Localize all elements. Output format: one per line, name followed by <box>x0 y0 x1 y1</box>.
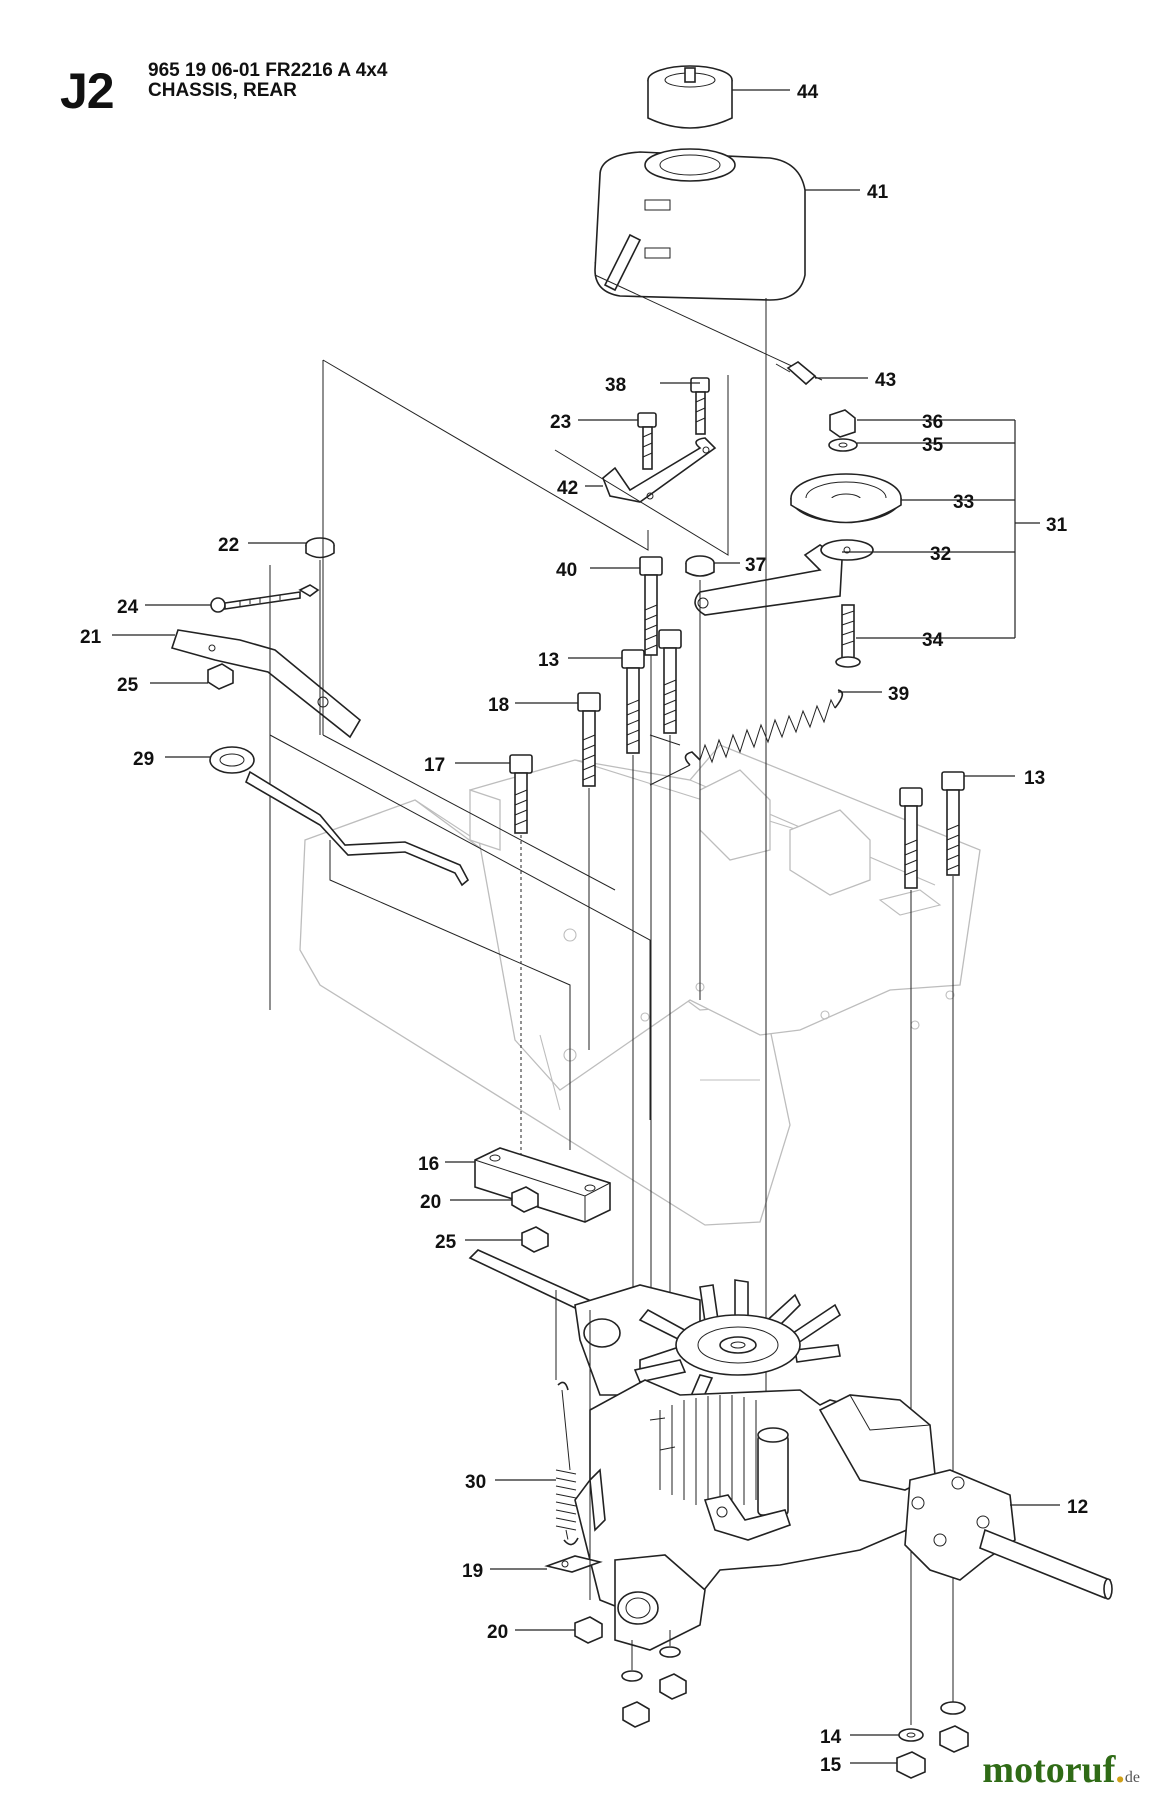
callout-38[interactable]: 38 <box>605 375 626 396</box>
section-code: J2 <box>60 63 115 119</box>
callout-25-lower[interactable]: 25 <box>435 1232 457 1253</box>
callout-35[interactable]: 35 <box>922 435 944 456</box>
callout-39[interactable]: 39 <box>888 684 909 705</box>
callout-36[interactable]: 36 <box>922 412 943 433</box>
callout-17[interactable]: 17 <box>424 755 445 776</box>
shoulder-bolt-34[interactable] <box>835 604 861 668</box>
pulley-33[interactable] <box>790 473 902 524</box>
alignment-lines <box>319 298 954 1725</box>
callout-13-top[interactable]: 13 <box>538 650 559 671</box>
callout-42[interactable]: 42 <box>557 478 578 499</box>
callout-22[interactable]: 22 <box>218 535 239 556</box>
nut-15[interactable] <box>896 1751 926 1779</box>
callout-33[interactable]: 33 <box>953 492 974 513</box>
cooling-fan <box>633 1279 842 1413</box>
spring-39[interactable] <box>684 689 844 766</box>
nut-25-top[interactable] <box>207 663 234 690</box>
transaxle-12[interactable] <box>468 1249 1113 1651</box>
bolt-13-right-b[interactable] <box>941 771 965 876</box>
bolt-23[interactable] <box>637 412 657 470</box>
callout-labels: 44 41 43 38 23 42 36 35 33 31 32 22 37 4… <box>80 82 1088 1776</box>
bracket-19[interactable] <box>544 1555 603 1573</box>
nut-25-lower[interactable] <box>521 1226 549 1253</box>
spring-30[interactable] <box>555 1381 579 1546</box>
idler-arm-32[interactable] <box>694 539 874 616</box>
callout-34[interactable]: 34 <box>922 630 944 651</box>
bolt-38[interactable] <box>690 377 710 435</box>
callout-15[interactable]: 15 <box>820 1755 842 1776</box>
spacer-block-16[interactable] <box>474 1147 611 1223</box>
fuel-cap[interactable] <box>647 65 733 129</box>
callout-19[interactable]: 19 <box>462 1561 483 1582</box>
bracket-42[interactable] <box>602 437 717 503</box>
right-lower-fasteners <box>939 1701 969 1753</box>
callout-44[interactable]: 44 <box>797 82 819 103</box>
callout-21[interactable]: 21 <box>80 627 102 648</box>
washer-14[interactable] <box>898 1728 924 1742</box>
lock-nut-36[interactable] <box>829 409 856 438</box>
bolt-13-second[interactable] <box>658 629 682 734</box>
tow-rod-29[interactable] <box>209 746 470 887</box>
callout-13-right[interactable]: 13 <box>1024 768 1045 789</box>
bolt-13-right-a[interactable] <box>899 787 923 889</box>
bolt-17[interactable] <box>509 754 533 834</box>
nut-20-upper[interactable] <box>511 1186 539 1213</box>
fuel-tank[interactable] <box>594 148 806 301</box>
bolt-40[interactable] <box>639 556 663 656</box>
watermark-tld: de <box>1124 1769 1140 1786</box>
spacer-22[interactable] <box>305 537 335 559</box>
callout-23[interactable]: 23 <box>550 412 571 433</box>
bolt-43[interactable] <box>775 361 817 386</box>
bolt-13-left[interactable] <box>621 649 645 754</box>
callout-37[interactable]: 37 <box>745 555 766 576</box>
callout-29[interactable]: 29 <box>133 749 154 770</box>
ball-joint-24[interactable] <box>210 584 320 613</box>
lower-fasteners <box>621 1630 687 1728</box>
callout-leaders <box>112 89 1060 1764</box>
chassis-frame-ghost <box>299 744 981 1226</box>
callout-41[interactable]: 41 <box>867 182 889 203</box>
callout-24[interactable]: 24 <box>117 597 139 618</box>
callout-14[interactable]: 14 <box>820 1727 842 1748</box>
callout-25-top[interactable]: 25 <box>117 675 139 696</box>
washer-35[interactable] <box>828 438 858 452</box>
watermark-dot: . <box>1115 1749 1125 1791</box>
callout-40[interactable]: 40 <box>556 560 577 581</box>
callout-20-upper[interactable]: 20 <box>420 1192 441 1213</box>
callout-18[interactable]: 18 <box>488 695 509 716</box>
callout-12[interactable]: 12 <box>1067 1497 1088 1518</box>
bolt-18[interactable] <box>577 692 601 787</box>
callout-20-lower[interactable]: 20 <box>487 1622 508 1643</box>
callout-31[interactable]: 31 <box>1046 515 1068 536</box>
motoruf-watermark: motoruf.de <box>982 1748 1140 1792</box>
callout-43[interactable]: 43 <box>875 370 896 391</box>
section-title: CHASSIS, REAR <box>148 80 297 101</box>
part-number-line: 965 19 06-01 FR2216 A 4x4 <box>148 60 388 81</box>
watermark-brand: motoruf <box>982 1749 1116 1791</box>
nut-20-lower[interactable] <box>574 1616 603 1644</box>
callout-32[interactable]: 32 <box>930 544 951 565</box>
callout-30[interactable]: 30 <box>465 1472 486 1493</box>
spacer-37[interactable] <box>685 555 715 577</box>
callout-16[interactable]: 16 <box>418 1154 439 1175</box>
